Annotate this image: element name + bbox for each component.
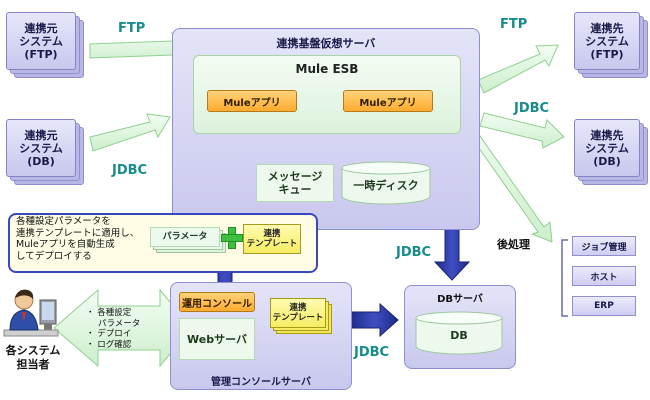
- post-process-bracket: [561, 239, 568, 317]
- source-db-system: 連携元 システム (DB): [6, 119, 76, 177]
- jdbc-out-arrow: [479, 112, 565, 149]
- operator-person-icon: [3, 289, 59, 337]
- operator-label-line2: 担当者: [16, 358, 50, 371]
- job-management-item: ジョブ管理: [572, 236, 636, 256]
- console-server-title: 管理コンソールサーバ: [211, 377, 311, 388]
- operator-bullet-1: ・ 各種設定: [86, 308, 132, 318]
- operator-bullets: ・ 各種設定 パラメータ ・ デプロイ ・ ログ確認: [86, 308, 140, 350]
- target-db-line2: システム: [585, 141, 629, 155]
- operator-label: 各システム 担当者: [0, 344, 66, 372]
- web-server-label: Webサーバ: [187, 332, 247, 346]
- erp-item: ERP: [572, 296, 636, 316]
- db-label: DB: [450, 328, 468, 342]
- host-item: ホスト: [572, 266, 636, 286]
- operator-bullet-1-text: 各種設定: [97, 308, 132, 318]
- parameter-label: パラメータ: [162, 231, 208, 242]
- operator-bullet-3: ・ ログ確認: [86, 339, 132, 350]
- callout-line-2: 連携テンプレートに適用し、: [16, 227, 140, 239]
- jdbc-out-label: JDBC: [514, 101, 550, 116]
- target-db-line3: (DB): [593, 154, 621, 168]
- callout-template-line1: 連携: [263, 229, 281, 239]
- console-template-box: 連携 テンプレート: [270, 298, 326, 328]
- mule-app-1-label: Muleアプリ: [223, 97, 281, 109]
- target-ftp-line1: 連携先: [590, 21, 624, 35]
- callout-template-box: 連携 テンプレート: [243, 224, 301, 254]
- mule-app-2-label: Muleアプリ: [359, 97, 417, 109]
- operator-bullet-1b: パラメータ: [86, 319, 140, 330]
- source-db-line3: (DB): [27, 154, 55, 168]
- source-ftp-line3: (FTP): [24, 47, 58, 61]
- post-process-arrow: [461, 118, 553, 243]
- erp-label: ERP: [594, 301, 614, 311]
- jdbc-db-label: JDBC: [396, 245, 432, 260]
- target-db-line1: 連携先: [590, 128, 624, 142]
- jdbc-in-arrow: [89, 113, 171, 152]
- console-template-line1: 連携: [289, 303, 307, 313]
- temp-disk-cylinder: [341, 161, 431, 205]
- host-label: ホスト: [590, 272, 618, 283]
- post-process-label: 後処理: [497, 238, 530, 251]
- callout-line-3: Muleアプリを自動生成: [16, 239, 115, 250]
- ftp-out-arrow: [477, 44, 559, 94]
- callout-text: 各種設定パラメータを 連携テンプレートに適用し、 Muleアプリを自動生成 して…: [16, 216, 139, 262]
- jdbc-in-label: JDBC: [112, 163, 148, 178]
- ops-console: 運用コンソール: [179, 292, 255, 312]
- virtual-server-title: 連携基盤仮想サーバ: [276, 37, 376, 50]
- source-ftp-line2: システム: [19, 34, 63, 48]
- message-queue-line2: キュー: [278, 183, 312, 196]
- parameter-box: パラメータ: [150, 227, 220, 247]
- db-cylinder: [415, 311, 503, 355]
- operator-bullet-2: ・ デプロイ: [86, 329, 132, 339]
- temp-disk-label: 一時ディスク: [353, 179, 419, 192]
- web-server: Webサーバ: [179, 318, 255, 360]
- callout-template-line2: テンプレート: [246, 239, 298, 249]
- operator-bullet-2-text: デプロイ: [97, 329, 132, 339]
- ftp-out-label: FTP: [500, 17, 528, 32]
- console-template-line2: テンプレート: [272, 313, 324, 323]
- mule-app-1: Muleアプリ: [207, 90, 297, 112]
- message-queue: メッセージ キュー: [256, 164, 334, 202]
- plus-icon: [221, 227, 243, 249]
- target-ftp-system: 連携先 システム (FTP): [574, 12, 640, 70]
- operator-bullet-3-text: ログ確認: [97, 339, 132, 350]
- mule-esb-title: Mule ESB: [295, 62, 359, 76]
- job-management-label: ジョブ管理: [581, 242, 627, 253]
- operator-bullet-1b-text: パラメータ: [98, 318, 141, 329]
- jdbc-console-label: JDBC: [354, 345, 390, 360]
- source-ftp-line1: 連携元: [24, 21, 58, 35]
- callout-line-4: してデプロイする: [16, 250, 92, 262]
- operator-label-line1: 各システム: [5, 344, 61, 357]
- source-db-line1: 連携元: [24, 128, 58, 142]
- ops-console-label: 運用コンソール: [182, 298, 252, 310]
- target-ftp-line3: (FTP): [590, 47, 624, 61]
- db-server-title: DBサーバ: [437, 294, 483, 305]
- source-ftp-system: 連携元 システム (FTP): [6, 12, 76, 70]
- mule-app-2: Muleアプリ: [343, 90, 433, 112]
- target-ftp-line2: システム: [585, 34, 629, 48]
- message-queue-line1: メッセージ: [267, 170, 323, 183]
- source-db-line2: システム: [19, 141, 63, 155]
- ftp-in-label: FTP: [118, 21, 146, 36]
- console-to-db-arrow: [349, 302, 399, 338]
- target-db-system: 連携先 システム (DB): [574, 119, 640, 177]
- callout-line-1: 各種設定パラメータを: [16, 216, 111, 227]
